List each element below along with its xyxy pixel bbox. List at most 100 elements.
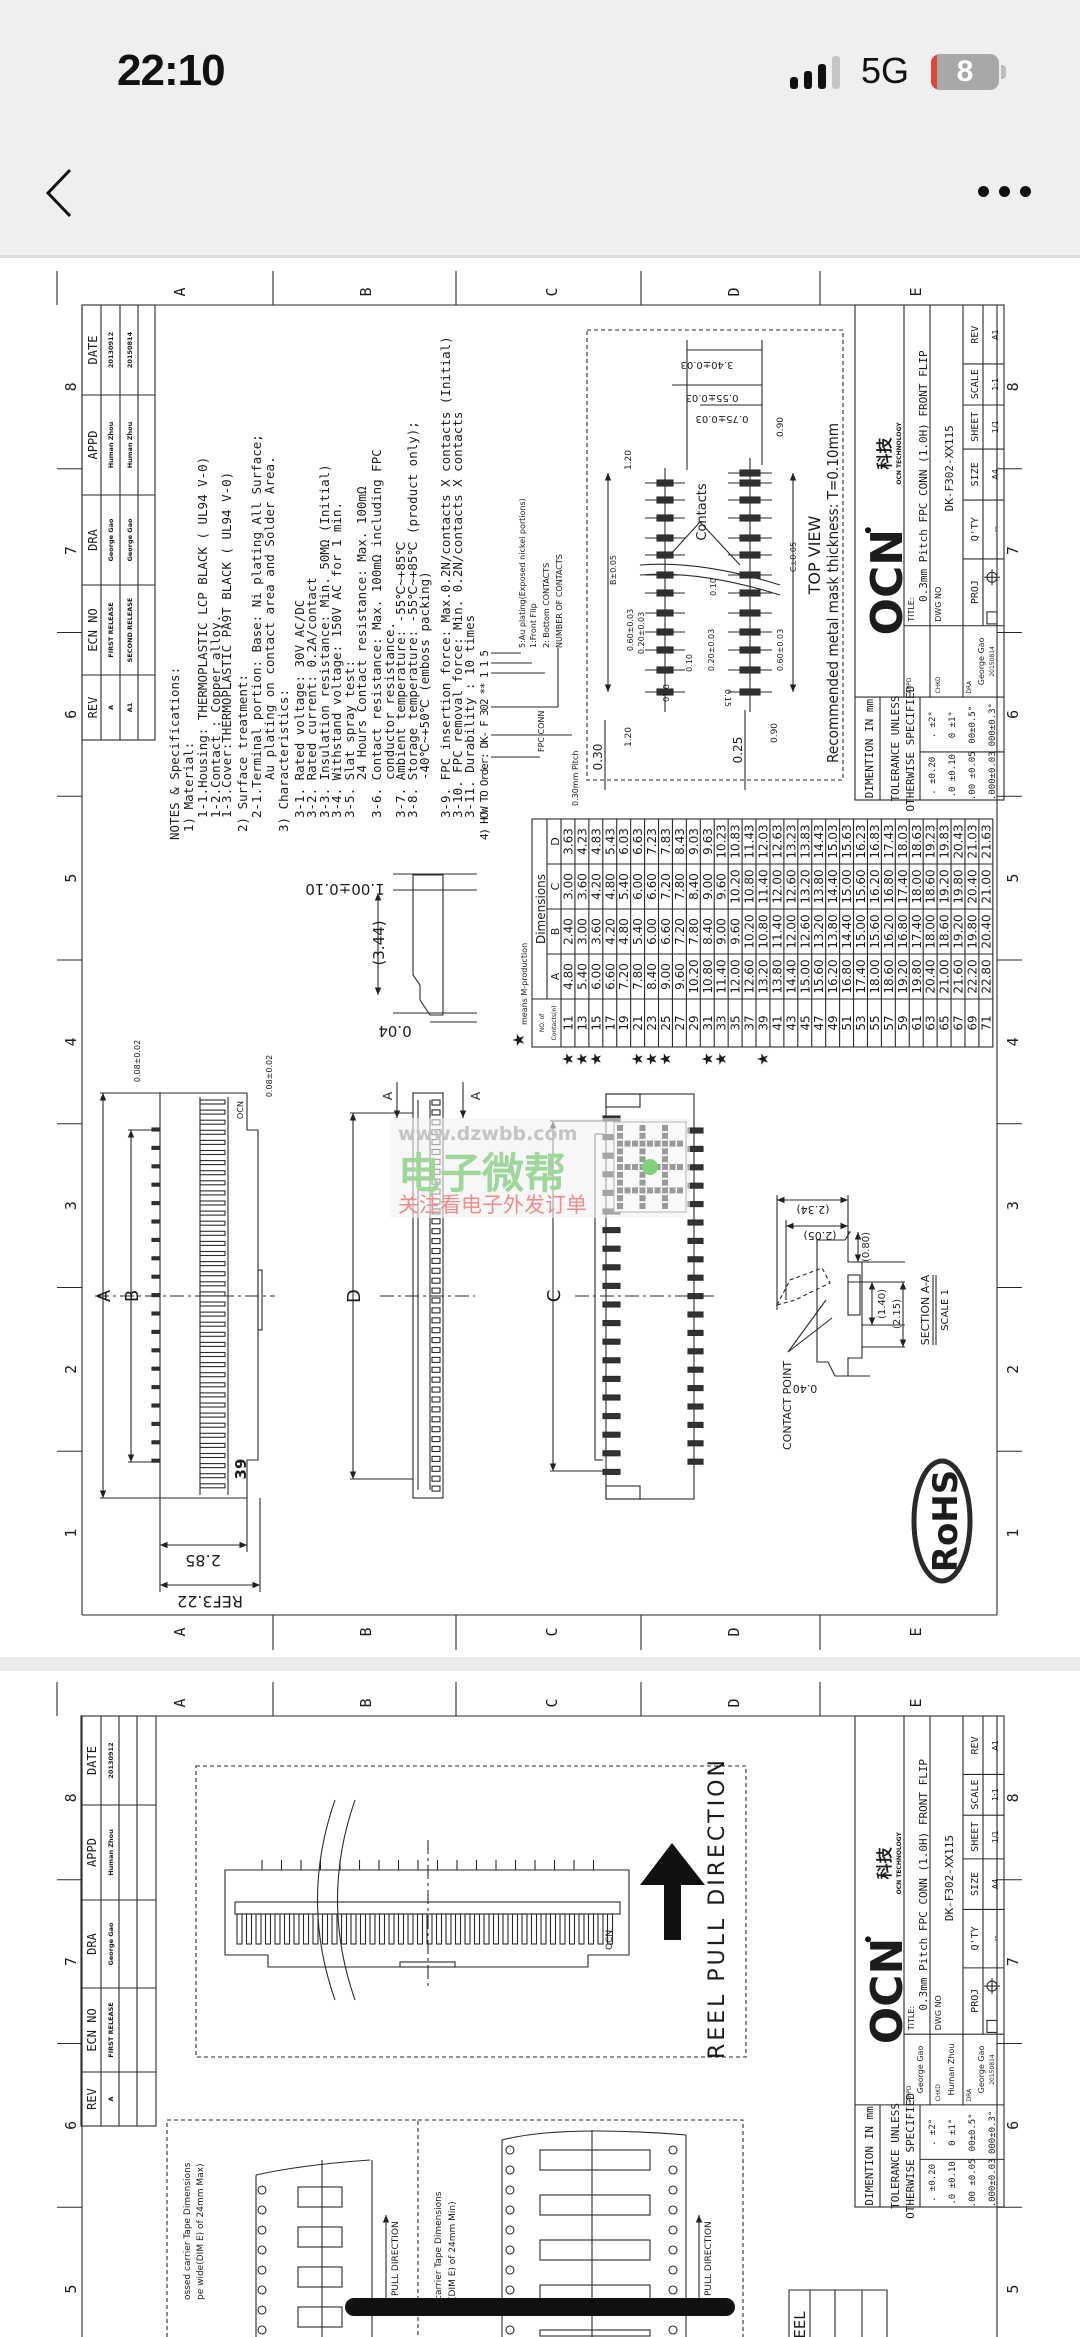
leader-line [699, 521, 741, 566]
dimension-a: 8.40 [645, 963, 659, 990]
qty-label: Q'TY [970, 517, 981, 541]
qr-cell [639, 1132, 646, 1139]
zone-number: 4 [1004, 1037, 1022, 1046]
company-logo: OCN [862, 529, 913, 636]
notes-line: 3-7. Ambient temperature: -55℃~+85℃ [393, 542, 408, 818]
dimension-d: 7.83 [659, 828, 673, 855]
dimension-b: 3.60 [589, 918, 603, 945]
revision-header-dra: DRA [85, 1932, 99, 1954]
contact-terminal [369, 1913, 376, 1945]
dimension-b: 18.60 [938, 914, 952, 948]
sprocket-hole-icon [668, 2185, 678, 2195]
dra-label: DRA [966, 680, 973, 694]
dimension-c: 12.00 [770, 869, 784, 903]
battery-icon: 8 [931, 54, 999, 90]
contact-terminal [578, 1913, 585, 1945]
sprocket-hole-icon [505, 2205, 515, 2215]
back-button[interactable] [40, 168, 80, 218]
dimension-b: 10.20 [743, 914, 757, 948]
contact-terminal [245, 1913, 253, 1945]
zone-number: 5 [62, 874, 80, 883]
nav-bar [0, 130, 1080, 258]
contact-terminal [199, 1210, 226, 1216]
revision-header-date: DATE [85, 1746, 99, 1775]
linear-tolerance: .0 ±0.10 [948, 2161, 958, 2204]
reel-pull-direction-label: REEL PULL DIRECTION [705, 1757, 730, 2059]
sprocket-hole-icon [257, 2205, 267, 2215]
zone-number: 6 [1004, 710, 1022, 719]
dimension-b: 9.60 [729, 918, 743, 945]
revision-cell-date: 20150814 [126, 331, 134, 368]
more-options-button[interactable] [970, 180, 1036, 204]
qr-cell [617, 1148, 623, 1155]
contact-terminal [199, 1099, 226, 1105]
contact-terminal [435, 1913, 443, 1945]
contacts-count: 67 [952, 1015, 966, 1030]
section-dim: (0.80) [861, 1232, 872, 1262]
tolerance-label: TOLERANCE UNLESS [889, 696, 902, 802]
contact-terminal [426, 1913, 433, 1945]
zone-letter: E [907, 287, 925, 296]
zone-number: 6 [62, 710, 80, 719]
watermark-slogan: 关注看电子外发订单 [398, 1193, 587, 1217]
revision-cell-rev: A [107, 705, 115, 710]
notes-line: 3-1. Rated voltage: 30V AC/DC [292, 600, 307, 818]
dimension-d: 21.63 [979, 824, 993, 858]
zone-number: 6 [62, 2121, 80, 2130]
contact-terminal [445, 1913, 452, 1945]
contacts-label: Contacts [695, 483, 710, 541]
contact-loop [431, 1406, 441, 1413]
qr-cell [639, 1156, 646, 1163]
rev-label: REV [970, 1736, 981, 1754]
contact-pad [687, 1366, 704, 1373]
revision-cell-date: 20130912 [107, 332, 115, 368]
dimension-d: 10.23 [715, 824, 729, 858]
table-header-contacts: NO. of [539, 1013, 546, 1032]
table-border [531, 818, 994, 1048]
proj-label: PROJ [970, 580, 981, 604]
zone-letter: B [357, 1698, 375, 1707]
notes-line: -40℃~+50℃ (emboss packing) [417, 571, 432, 780]
qr-cell [617, 1171, 623, 1178]
network-type: 5G [861, 50, 910, 91]
contacts-count: 21 [631, 1015, 645, 1030]
angular-tolerance: 000±0.3° [988, 2111, 998, 2154]
notes-line: 24 Hours Contact resistance: Max. 100mΩ [354, 486, 369, 780]
dimension-a: 19.20 [896, 959, 910, 993]
section-mark: A [381, 1091, 395, 1100]
notes-line: 1-2.Contact : Copper alloy. [208, 615, 223, 818]
contact-terminal [492, 1913, 500, 1945]
dimension-c: 18.60 [924, 869, 938, 903]
dimension-d: 7.23 [645, 828, 659, 855]
contact-pad [687, 1311, 704, 1318]
revision-cell-dra: George Gao [126, 518, 134, 561]
proj-label: PROJ [970, 1989, 981, 2013]
dimension-a: 16.80 [840, 959, 854, 993]
sprocket-hole-icon [257, 2225, 267, 2235]
dimension-d: 5.43 [603, 828, 617, 855]
qr-cell [647, 1187, 653, 1194]
notes-line: 3-4. Withstand voltage: 150V AC for 1 mi… [329, 502, 344, 818]
contact-pad [602, 1375, 621, 1382]
page-2-sheet [0, 1671, 1080, 2337]
size-value: A4 [991, 1879, 1000, 1890]
table-column-header: A [549, 972, 562, 980]
solder-pin [151, 1219, 161, 1224]
dimension-a: 16.20 [826, 959, 840, 993]
connector-tab [257, 1269, 263, 1331]
dimension-c: 17.40 [896, 869, 910, 903]
angular-tolerance: 0 ±1° [948, 711, 958, 738]
contacts-count: 57 [882, 1015, 896, 1030]
land-dim-c: C±0.05 [789, 542, 798, 572]
